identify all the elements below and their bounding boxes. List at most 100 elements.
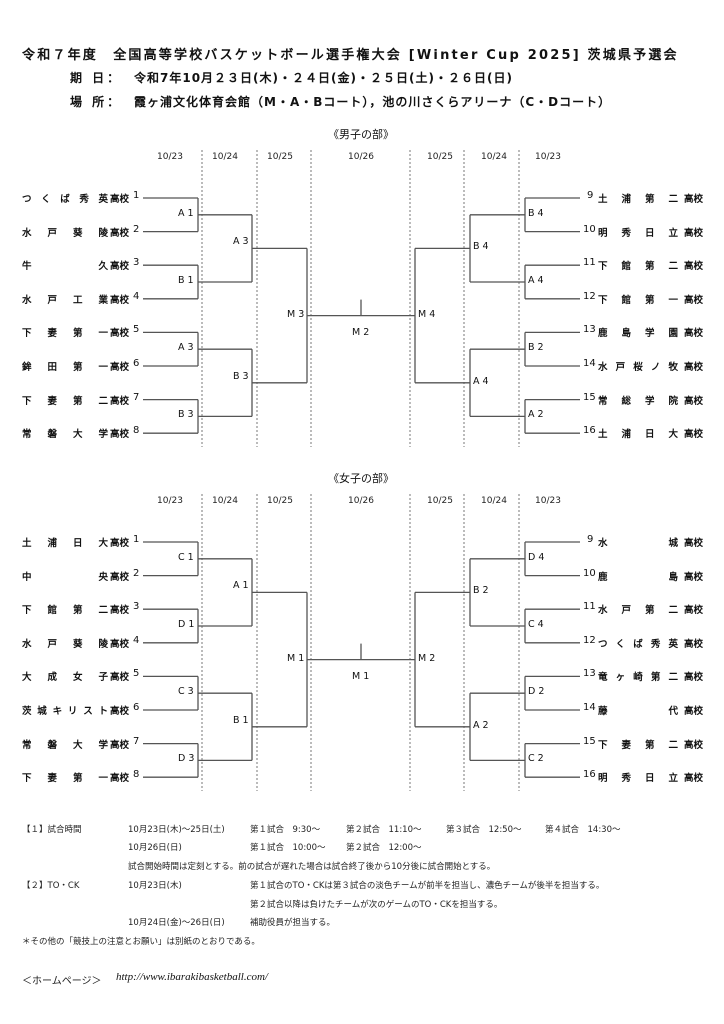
team-name: 茨城キリスト	[22, 706, 114, 717]
seed-number: 9	[587, 190, 594, 201]
homepage-label: ＜ホームページ＞	[22, 976, 102, 987]
match-label: C 4	[528, 619, 544, 630]
match-label: B 1	[178, 275, 194, 286]
match-label: C 3	[178, 686, 194, 698]
seed-number: 15	[583, 391, 596, 403]
venue-label: 場 所：	[70, 95, 123, 109]
round-date: 10/25	[267, 152, 293, 162]
round-date: 10/24	[212, 496, 238, 506]
school-suffix: 高校	[684, 638, 704, 650]
seed-number: 8	[133, 425, 140, 437]
event-dates: 期 日： 令和7年10月２３日(木)・２４日(金)・２５日(土)・２６日(日)	[70, 69, 513, 86]
round-date: 10/23	[535, 152, 561, 162]
school-suffix: 高校	[684, 395, 704, 407]
school-suffix: 高校	[684, 739, 704, 751]
team-name: つくば秀英	[598, 638, 687, 650]
seed-number: 4	[133, 634, 140, 646]
team-name: 下妻第二	[598, 739, 693, 751]
school-suffix: 高校	[684, 261, 704, 273]
tock-day2: 10月24日(金)～26日(日)	[128, 918, 225, 928]
team-name: 下妻第二	[22, 395, 125, 407]
seed-number: 16	[583, 769, 596, 781]
team-name: 藤代	[598, 706, 678, 717]
school-suffix: 高校	[110, 194, 130, 205]
team-name: 土浦日大	[22, 538, 125, 549]
match-label: M 3	[287, 308, 305, 320]
seed-number: 13	[583, 324, 596, 336]
school-suffix: 高校	[110, 395, 130, 407]
match-label: C 2	[528, 753, 544, 765]
school-suffix: 高校	[110, 362, 130, 373]
team-name: 竜ヶ崎第二	[598, 672, 687, 684]
tock-day1: 10月23日(木)	[128, 881, 182, 891]
school-suffix: 高校	[684, 706, 704, 717]
team-name: 水戸第二	[598, 605, 693, 617]
round-date: 10/23	[157, 496, 183, 506]
school-suffix: 高校	[684, 773, 704, 785]
team-name: 鹿島	[598, 571, 678, 583]
team-name: 下館第二	[22, 605, 125, 617]
school-suffix: 高校	[684, 571, 704, 583]
school-suffix: 高校	[110, 672, 130, 684]
team-name: 水戸桜ノ牧	[598, 362, 687, 373]
seed-number: 11	[583, 601, 596, 613]
round-date: 10/24	[481, 152, 507, 162]
seed-number: 8	[133, 769, 140, 781]
school-suffix: 高校	[110, 538, 130, 549]
round-date: 10/26	[348, 496, 374, 506]
venue-value: 霞ヶ浦文化体育会館（M・A・Bコート），池の川さくらアリーナ（C・Dコート）	[134, 95, 612, 109]
tock-text2: 第２試合以降は負けたチームが次のゲームのTO・CKを担当する。	[250, 900, 503, 910]
round-date: 10/24	[481, 496, 507, 506]
time-note: 試合開始時間は定刻とする。前の試合が遅れた場合は試合終了後から10分後に試合開始…	[128, 862, 496, 872]
seed-number: 5	[133, 668, 140, 680]
seed-number: 6	[133, 358, 140, 369]
date-label: 期 日：	[70, 71, 123, 85]
school-suffix: 高校	[684, 605, 704, 617]
time-slot: 第３試合 12:50～	[446, 825, 522, 835]
date-value: 令和7年10月２３日(木)・２４日(金)・２５日(土)・２６日(日)	[134, 71, 513, 85]
round-date: 10/25	[427, 152, 453, 162]
school-suffix: 高校	[110, 571, 130, 583]
seed-number: 3	[133, 257, 140, 269]
section-title: 《男子の部》	[328, 128, 394, 141]
seed-number: 7	[133, 735, 140, 747]
section-title: 《女子の部》	[328, 472, 394, 485]
match-label: A 1	[233, 580, 249, 592]
time-slot: 第２試合 11:10～	[346, 825, 422, 835]
seed-number: 3	[133, 601, 140, 613]
tock-text1: 第１試合のTO・CKは第３試合の淡色チームが前半を担当し、濃色チームが後半を担当…	[250, 881, 605, 891]
team-name: 水戸葵陵	[22, 227, 125, 239]
match-label: B 4	[528, 207, 544, 219]
time-slot: 第２試合 12:00～	[346, 843, 422, 853]
team-name: 下妻第一	[22, 773, 125, 785]
match-label: D 3	[178, 753, 195, 765]
team-name: 常総学院	[598, 395, 693, 407]
school-suffix: 高校	[110, 638, 130, 650]
team-name: 鉾田第一	[22, 362, 125, 373]
match-label: B 2	[473, 585, 489, 597]
match-label: B 1	[233, 714, 249, 726]
match-label: M 4	[418, 308, 436, 320]
team-name: 大成女子	[22, 672, 125, 684]
seed-number: 11	[583, 257, 596, 269]
match-label: A 2	[473, 719, 489, 731]
seed-number: 16	[583, 425, 596, 437]
seed-number: 15	[583, 735, 596, 747]
seed-number: 2	[133, 223, 140, 235]
school-suffix: 高校	[684, 429, 704, 441]
time-slot: 第１試合 9:30～	[250, 825, 321, 835]
match-label: M 1	[287, 652, 305, 664]
school-suffix: 高校	[110, 227, 130, 239]
seed-number: 13	[583, 668, 596, 680]
school-suffix: 高校	[684, 328, 704, 340]
team-name: 常磐大学	[22, 739, 125, 751]
homepage-link[interactable]: http://www.ibarakibasketball.com/	[116, 971, 268, 983]
team-name: 水城	[598, 538, 678, 549]
team-name: 明秀日立	[598, 773, 693, 785]
school-suffix: 高校	[684, 672, 704, 684]
seed-number: 2	[133, 567, 140, 579]
seed-number: 12	[583, 290, 596, 302]
tock-text3: 補助役員が担当する。	[250, 918, 336, 928]
team-name: 下館第二	[598, 261, 693, 273]
school-suffix: 高校	[684, 362, 704, 373]
